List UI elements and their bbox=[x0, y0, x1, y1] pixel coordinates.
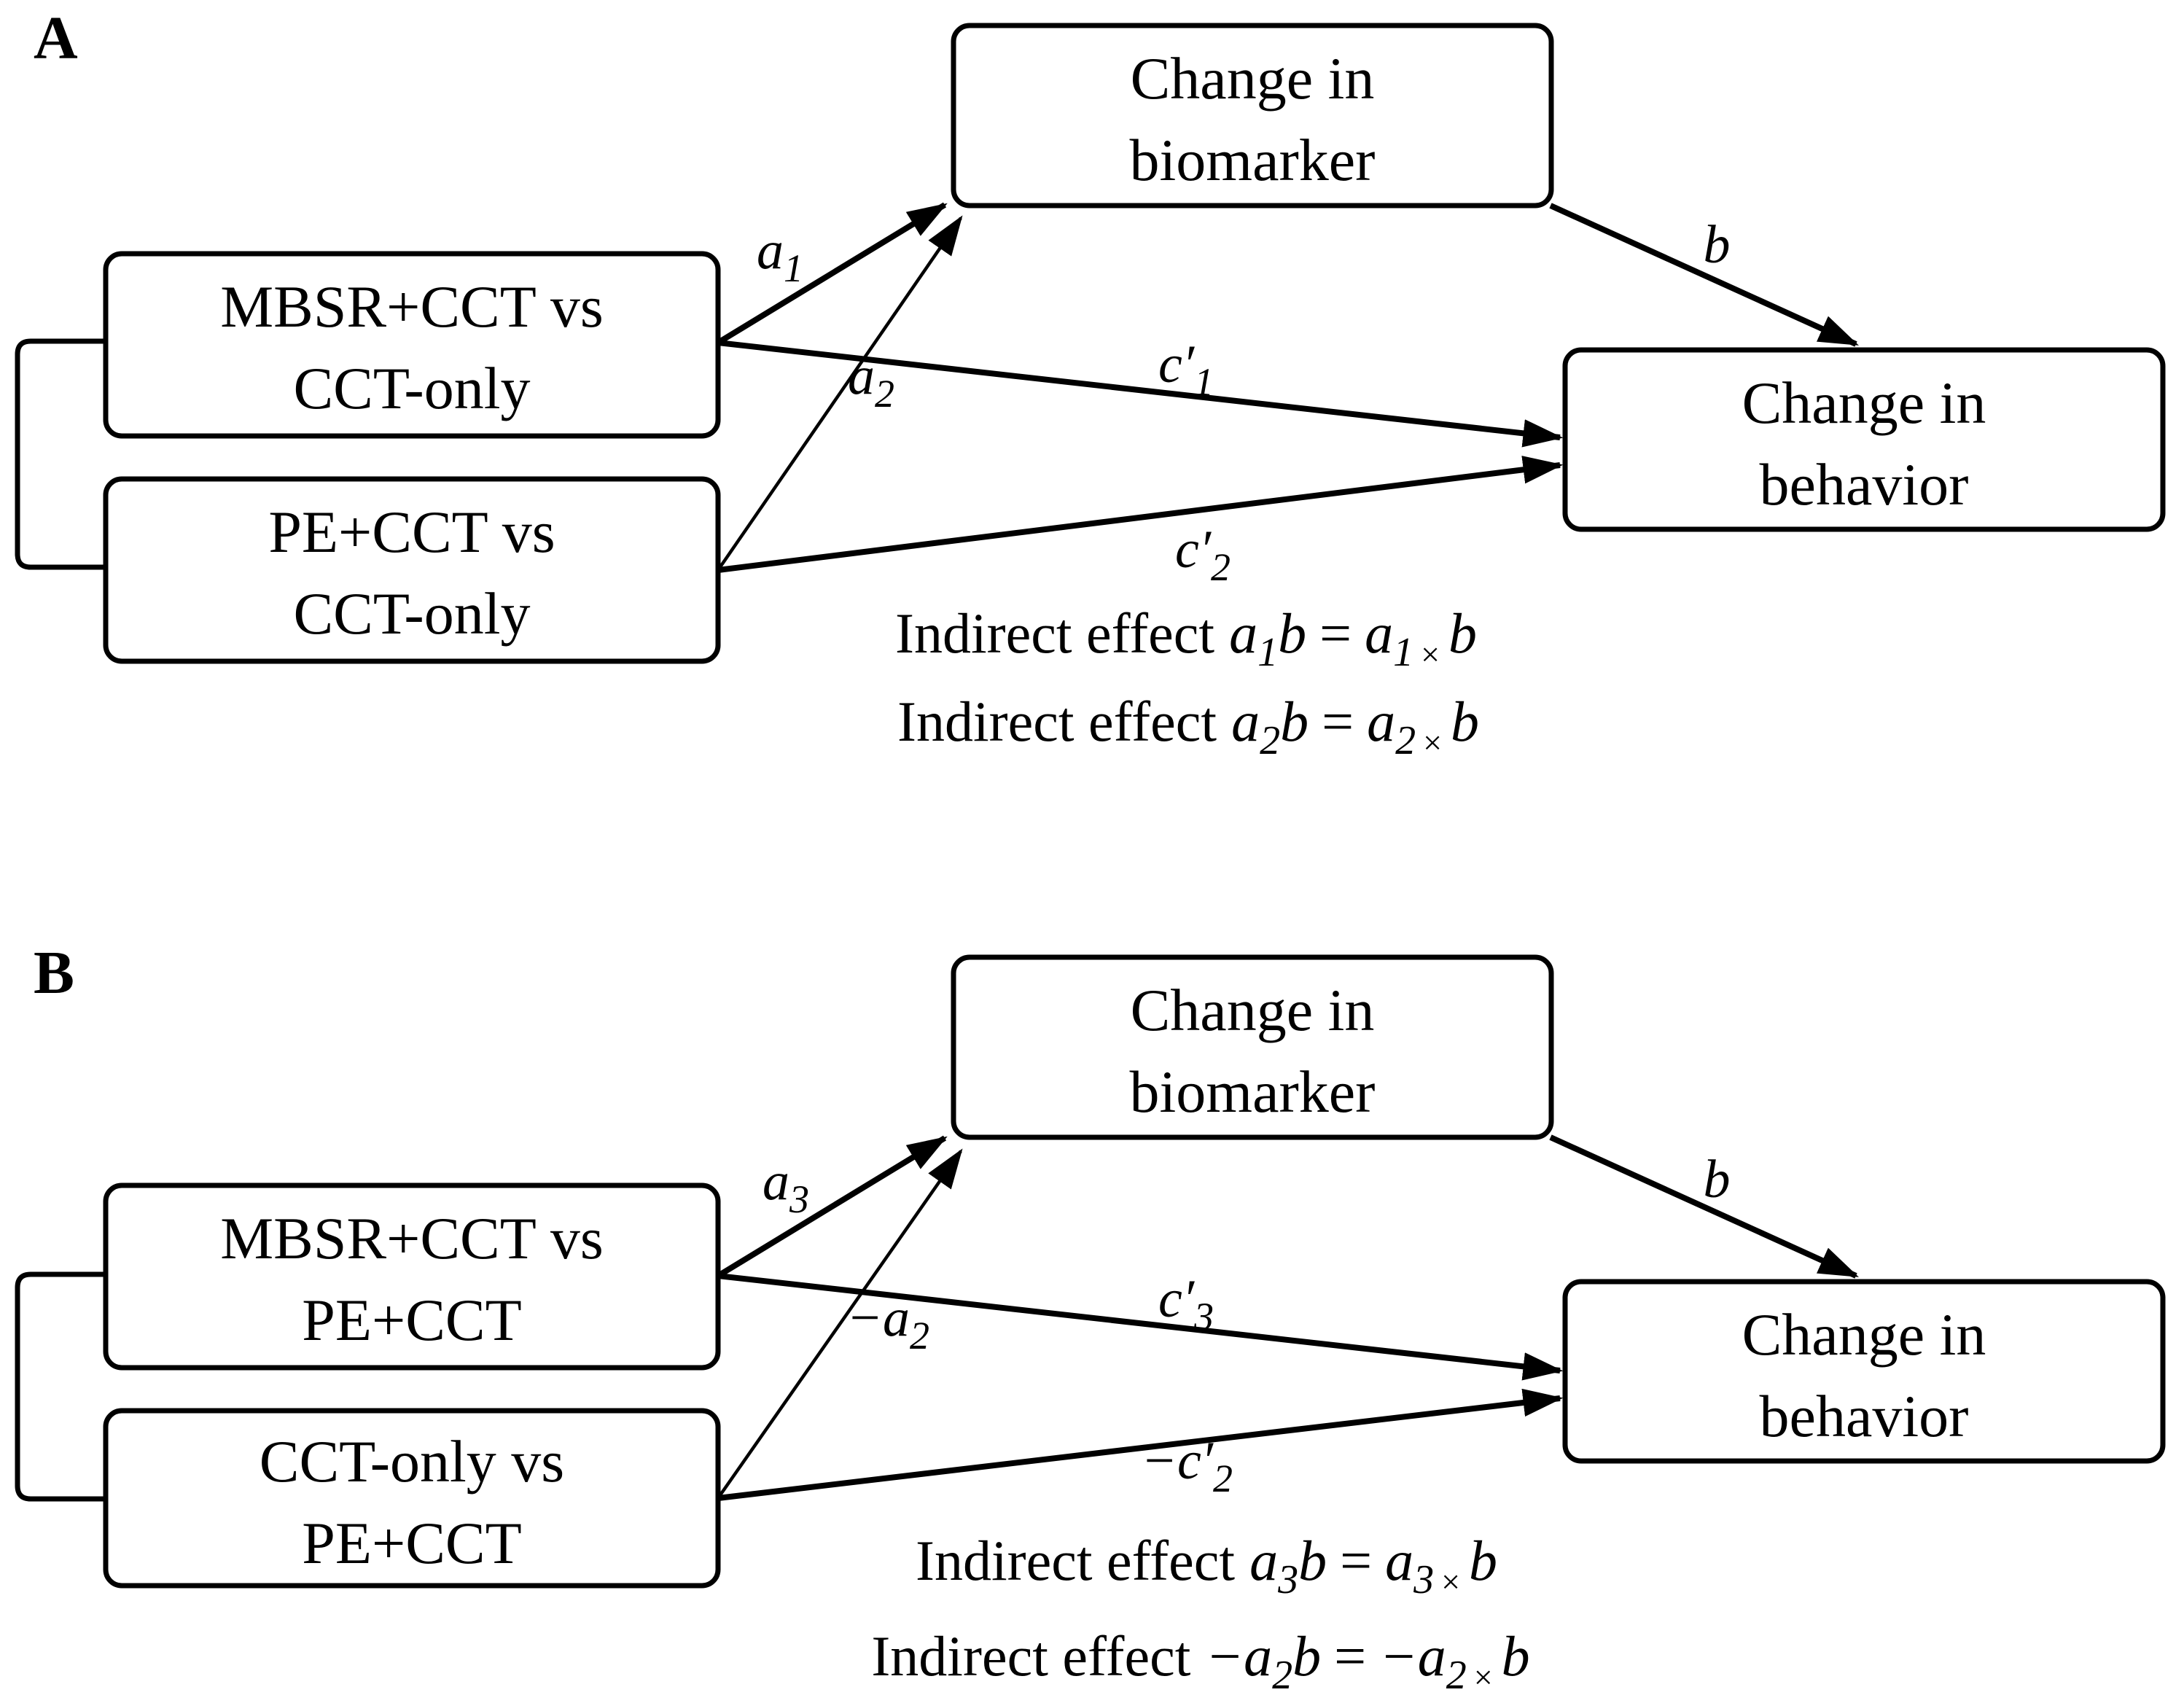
panel-b-label: B bbox=[34, 939, 74, 1007]
predictor1-box-b bbox=[103, 1182, 721, 1371]
path-a3-arrow bbox=[716, 1135, 948, 1279]
path-c1-label: c′1 bbox=[1158, 335, 1214, 404]
predictor2-box-b bbox=[103, 1408, 721, 1589]
path-c2-label: c′2 bbox=[1175, 520, 1231, 589]
path-b-label-a: b bbox=[1704, 215, 1731, 275]
path-c1-direct-arrow bbox=[717, 340, 1564, 448]
path-a3-label: a3 bbox=[763, 1152, 809, 1221]
mediator-box-b bbox=[951, 954, 1554, 1140]
indirect-effect-equation-b2: Indirect effect−a2b=−a2×b bbox=[871, 1624, 1529, 1695]
path-c3-direct-arrow bbox=[717, 1273, 1564, 1381]
path-minus-c2-direct-arrow bbox=[717, 1388, 1564, 1501]
panel-a-label: A bbox=[34, 4, 78, 72]
path-b-arrow-b bbox=[1549, 1134, 1860, 1279]
path-b-arrow-a bbox=[1549, 203, 1860, 347]
outcome-box-a bbox=[1562, 347, 2166, 532]
predictor-group-bracket-b bbox=[15, 1271, 111, 1502]
predictor1-box-a bbox=[103, 251, 721, 439]
path-b-label-b: b bbox=[1704, 1150, 1731, 1209]
path-a1-label: a1 bbox=[757, 221, 803, 290]
path-a2-label: a2 bbox=[848, 346, 894, 416]
path-minus-a2-label: −a2 bbox=[846, 1288, 929, 1357]
path-a1-arrow bbox=[716, 202, 948, 346]
predictor2-box-a bbox=[103, 476, 721, 664]
path-a2-arrow bbox=[717, 215, 963, 572]
predictor-group-bracket-a bbox=[15, 338, 111, 570]
outcome-box-b bbox=[1562, 1279, 2166, 1464]
mediator-box-a bbox=[951, 23, 1554, 209]
path-minus-a2-arrow bbox=[717, 1148, 963, 1500]
path-c3-label: c′3 bbox=[1158, 1269, 1214, 1339]
path-c2-direct-arrow bbox=[717, 456, 1564, 573]
path-minus-c2-label: −c′2 bbox=[1141, 1431, 1233, 1500]
